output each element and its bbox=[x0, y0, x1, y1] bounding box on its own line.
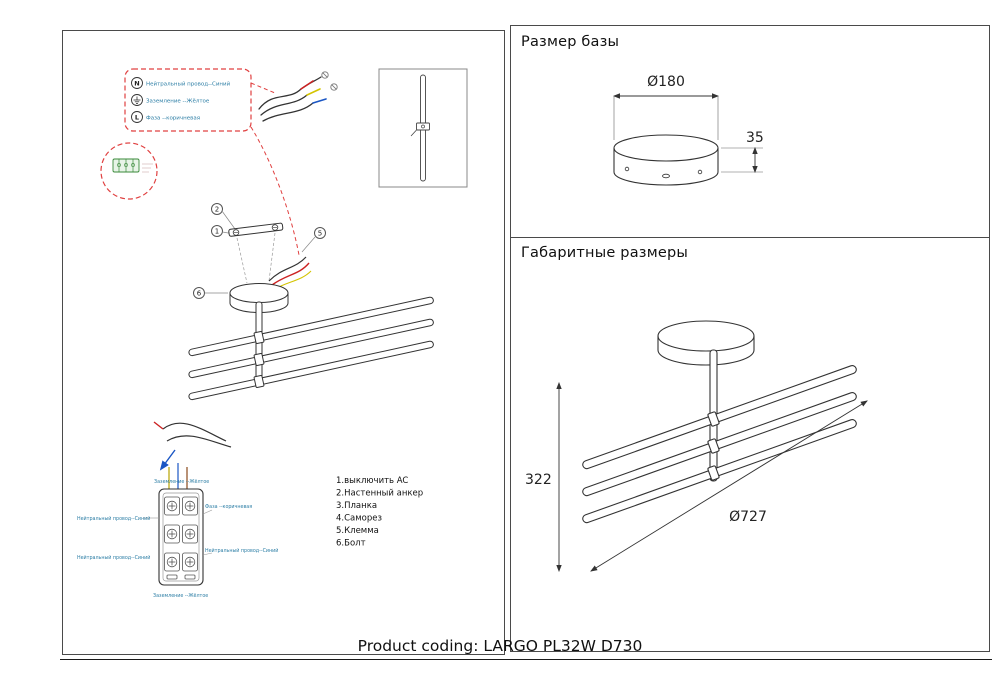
terminal-label-bottom: Заземление --Жёлтое bbox=[153, 593, 208, 599]
overall-dimensions: 322 Ø727 bbox=[525, 381, 868, 573]
terminal-label-right-bottom: Нейтральный провод--Синий bbox=[205, 547, 278, 554]
overall-size-svg: 322 Ø727 bbox=[525, 320, 868, 573]
overall-diameter-label: Ø727 bbox=[729, 509, 767, 525]
terminal-block-diagram: Заземление --Жёлтое bbox=[77, 421, 278, 599]
installation-panel: N Нейтральный провод--Синий Заземление -… bbox=[62, 30, 505, 655]
mounting-bracket-drawing bbox=[228, 222, 284, 237]
overall-height-label: 322 bbox=[525, 472, 552, 488]
callout-5 bbox=[314, 227, 326, 239]
section-divider bbox=[511, 237, 989, 238]
mounting-assembly: 2 1 5 6 bbox=[188, 203, 434, 401]
legend-n-symbol: N bbox=[134, 80, 139, 88]
legend-l-symbol: L bbox=[135, 114, 139, 122]
parts-item-2: 2.Настенный анкер bbox=[336, 489, 423, 499]
parts-item-3: 3.Планка bbox=[336, 501, 377, 511]
base-diameter-label: Ø180 bbox=[647, 74, 685, 90]
base-size-title: Размер базы bbox=[521, 34, 620, 50]
legend-earth-label: Заземление --Жёлтое bbox=[146, 99, 210, 105]
terminal-cells bbox=[164, 496, 198, 580]
ceiling-wires-drawing bbox=[258, 71, 338, 122]
rods-drawing bbox=[188, 296, 434, 401]
bottom-rule bbox=[60, 659, 992, 660]
terminal-label-top: Заземление --Жёлтое bbox=[154, 479, 209, 485]
fixture-drawing bbox=[582, 320, 857, 524]
terminal-label-right-top: Фаза --коричневая bbox=[205, 504, 252, 510]
earth-symbol-icon bbox=[131, 94, 143, 106]
parts-list: 1.выключить AC 2.Настенный анкер 3.Планк… bbox=[336, 476, 423, 549]
terminal-detail-circle bbox=[100, 142, 158, 200]
wire-legend-box: N Нейтральный провод--Синий Заземление -… bbox=[124, 68, 252, 132]
product-coding: Product coding: LARGO PL32W D730 bbox=[357, 637, 643, 655]
callout-1 bbox=[211, 225, 223, 237]
installation-diagram-svg: N Нейтральный провод--Синий Заземление -… bbox=[77, 68, 468, 599]
callout-6-number: 6 bbox=[197, 290, 202, 298]
callout-leader-lines bbox=[250, 82, 300, 256]
parts-item-6: 6.Болт bbox=[336, 539, 366, 549]
overall-size-title: Габаритные размеры bbox=[521, 245, 689, 261]
live-symbol-icon bbox=[131, 111, 143, 123]
parts-item-5: 5.Клемма bbox=[336, 526, 379, 536]
terminal-label-left-bottom: Нейтральный провод--Синий bbox=[77, 554, 150, 561]
callout-2 bbox=[211, 203, 223, 215]
rod-detail-box bbox=[378, 68, 468, 188]
parts-item-4: 4.Саморез bbox=[336, 514, 382, 524]
callout-5-number: 5 bbox=[318, 230, 322, 238]
parts-item-1: 1.выключить AC bbox=[336, 476, 408, 486]
legend-n-label: Нейтральный провод--Синий bbox=[146, 81, 231, 88]
terminal-label-left-top: Нейтральный провод--Синий bbox=[77, 515, 150, 522]
neutral-symbol-icon bbox=[131, 77, 143, 89]
callout-1-number: 1 bbox=[215, 228, 219, 236]
base-cylinder-drawing: Ø180 35 bbox=[612, 74, 764, 186]
dimensions-panel: Размер базы Габаритные размеры Ø180 bbox=[510, 25, 990, 652]
base-size-svg: Ø180 35 bbox=[612, 74, 764, 186]
base-height-label: 35 bbox=[746, 130, 764, 146]
blue-arrow-icon bbox=[159, 449, 176, 471]
legend-l-label: Фаза --коричневая bbox=[146, 116, 200, 122]
callout-2-number: 2 bbox=[215, 206, 219, 214]
